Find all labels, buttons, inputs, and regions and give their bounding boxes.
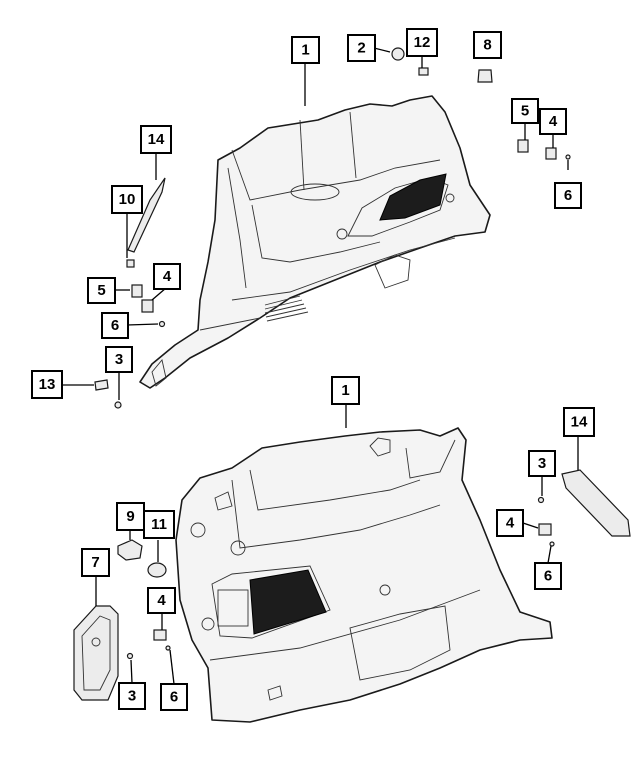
upper-small-parts [94,47,571,409]
bracket-9 [117,539,143,561]
callout-5-upper-right: 5 [511,98,539,124]
svg-text:5: 5 [521,103,529,120]
callout-2: 2 [347,34,376,62]
screw-3-lower-right [537,496,545,504]
callout-14-lower: 14 [563,407,595,437]
callout-1-upper: 1 [291,36,320,64]
callout-3-lower-right: 3 [528,450,556,477]
svg-text:14: 14 [148,131,165,148]
svg-text:4: 4 [549,113,558,130]
bezel-7 [73,605,119,701]
trim-strip-14-upper [127,177,166,253]
callout-13: 13 [31,370,63,399]
svg-text:4: 4 [506,515,515,532]
lower-quarter-trim-panel [175,427,553,723]
retainer-4-upper-left [141,299,154,313]
callout-4-upper-left: 4 [153,263,181,290]
callout-11: 11 [143,510,175,539]
callout-6-upper-left: 6 [101,312,129,339]
callout-1-lower: 1 [331,376,360,405]
upper-vent-slots [264,295,309,322]
callout-3-upper: 3 [105,346,133,373]
callout-6-lower-left: 6 [160,683,188,711]
clip-13 [94,379,109,391]
svg-text:1: 1 [301,42,309,59]
clip-10 [126,259,135,268]
svg-text:14: 14 [571,414,588,431]
svg-text:5: 5 [97,282,105,299]
svg-text:6: 6 [544,568,552,585]
screw-6-lower-right [549,541,555,547]
svg-text:3: 3 [115,351,123,368]
callout-8: 8 [473,31,502,59]
callout-14-upper: 14 [140,125,172,154]
retainer-4-lower-left [153,629,167,641]
svg-text:4: 4 [163,268,172,285]
svg-text:13: 13 [39,376,56,393]
svg-text:11: 11 [151,516,167,533]
clip-12 [418,67,429,76]
grommet-11 [147,562,167,578]
callout-6-lower-right: 6 [534,562,562,590]
callout-4-lower-right: 4 [496,509,524,537]
svg-text:6: 6 [170,689,178,706]
screw-3-upper [114,401,122,409]
plug-2 [391,47,405,61]
svg-text:3: 3 [538,455,546,472]
screw-6-lower-left [165,645,171,651]
callouts: 1 2 12 8 14 5 4 6 [31,28,595,711]
screw-6-upper-right [565,154,571,160]
svg-text:6: 6 [111,317,119,334]
callout-4-lower-left: 4 [147,587,176,614]
callout-4-upper-right: 4 [539,108,567,135]
retainer-4-lower-right [538,523,552,536]
retainer-4-upper-right [545,147,557,160]
callout-10: 10 [111,185,143,214]
svg-text:7: 7 [91,554,99,571]
cap-8 [477,69,493,83]
svg-text:6: 6 [564,187,572,204]
svg-text:12: 12 [414,34,431,51]
cover-5-upper-right [517,139,529,153]
lower-small-parts [73,469,631,701]
svg-text:3: 3 [128,688,136,705]
upper-quarter-trim-panel [139,95,491,389]
cover-5-upper-left [131,284,143,298]
svg-text:4: 4 [157,592,166,609]
callout-12: 12 [406,28,438,57]
svg-text:2: 2 [357,40,365,57]
svg-text:10: 10 [119,191,136,208]
svg-text:9: 9 [126,508,134,525]
screw-6-upper-left [158,320,166,328]
trim-strip-14-lower [561,469,631,537]
leader-lines [60,47,579,685]
callout-6-upper-right: 6 [554,182,582,209]
callout-5-upper-left: 5 [87,277,116,304]
callout-9: 9 [116,502,145,531]
callout-7: 7 [81,548,110,577]
svg-text:8: 8 [483,37,491,54]
svg-text:1: 1 [341,382,349,399]
callout-3-lower-left: 3 [118,682,146,710]
screw-3-lower-left [126,652,134,660]
